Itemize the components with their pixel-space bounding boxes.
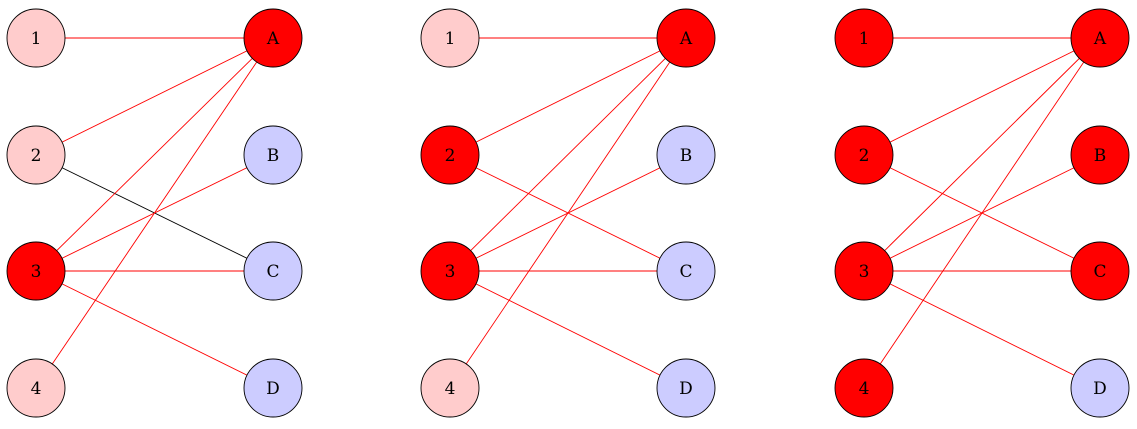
node-B: B [243,125,303,185]
node-circle [834,241,894,301]
node-circle [656,125,716,185]
node-circle [656,358,716,418]
edge-3-D [449,270,687,389]
node-circle [6,8,66,68]
node-B: B [656,125,716,185]
node-label: 4 [859,379,870,399]
node-circle [834,125,894,185]
node-circle [1070,125,1130,185]
edge-3-D [863,270,1101,389]
node-circle [243,8,303,68]
node-label: 4 [31,379,42,399]
node-label: C [266,262,279,282]
node-circle [6,125,66,185]
edge-4-A [863,37,1101,389]
graph-3: 1 2 3 4 A B C D [834,8,1130,418]
node-label: B [1094,146,1107,166]
edge-4-A [35,37,274,389]
node-2: 2 [6,125,66,185]
node-circle [1070,8,1130,68]
node-3: 3 [6,241,66,301]
node-label: A [679,29,693,49]
node-circle [1070,241,1130,301]
node-label: 2 [859,146,870,166]
node-circle [243,241,303,301]
node-3: 3 [834,241,894,301]
edge-2-A [863,37,1101,156]
node-circle [834,8,894,68]
node-label: 3 [31,262,42,282]
node-1: 1 [6,8,66,68]
node-label: A [1093,29,1107,49]
node-A: A [243,8,303,68]
edge-layer [863,37,1101,389]
node-D: D [243,358,303,418]
node-A: A [656,8,716,68]
node-C: C [656,241,716,301]
edge-layer [35,37,274,389]
node-circle [834,358,894,418]
node-label: B [680,146,693,166]
node-label: 1 [859,29,870,49]
node-label: 3 [859,262,870,282]
graph-1: 1 2 3 4 A B C D [6,8,303,418]
node-D: D [1070,358,1130,418]
node-label: C [679,262,692,282]
edge-3-A [863,37,1101,272]
node-circle [656,8,716,68]
node-circle [420,241,480,301]
node-2: 2 [420,125,480,185]
node-label: 4 [445,379,456,399]
node-label: C [1093,262,1106,282]
node-label: 1 [445,29,456,49]
node-circle [420,125,480,185]
node-label: 2 [31,146,42,166]
node-circle [6,241,66,301]
edge-layer [449,37,687,389]
edge-3-A [35,37,274,272]
node-C: C [243,241,303,301]
edge-2-A [449,37,687,156]
node-label: 1 [31,29,42,49]
node-label: 2 [445,146,456,166]
node-4: 4 [420,358,480,418]
graph-2: 1 2 3 4 A B C D [420,8,716,418]
edge-2-A [35,37,274,156]
node-label: B [267,146,280,166]
node-label: A [266,29,280,49]
node-3: 3 [420,241,480,301]
node-label: 3 [445,262,456,282]
node-1: 1 [420,8,480,68]
node-2: 2 [834,125,894,185]
node-circle [243,358,303,418]
node-label: D [679,379,693,399]
node-label: D [1093,379,1107,399]
node-circle [1070,358,1130,418]
node-4: 4 [6,358,66,418]
edge-4-A [449,37,687,389]
edge-3-D [35,270,274,389]
node-A: A [1070,8,1130,68]
node-1: 1 [834,8,894,68]
node-circle [243,125,303,185]
node-circle [656,241,716,301]
edge-3-A [449,37,687,272]
node-4: 4 [834,358,894,418]
node-label: D [266,379,280,399]
node-circle [420,358,480,418]
node-B: B [1070,125,1130,185]
node-C: C [1070,241,1130,301]
node-D: D [656,358,716,418]
node-circle [420,8,480,68]
node-circle [6,358,66,418]
